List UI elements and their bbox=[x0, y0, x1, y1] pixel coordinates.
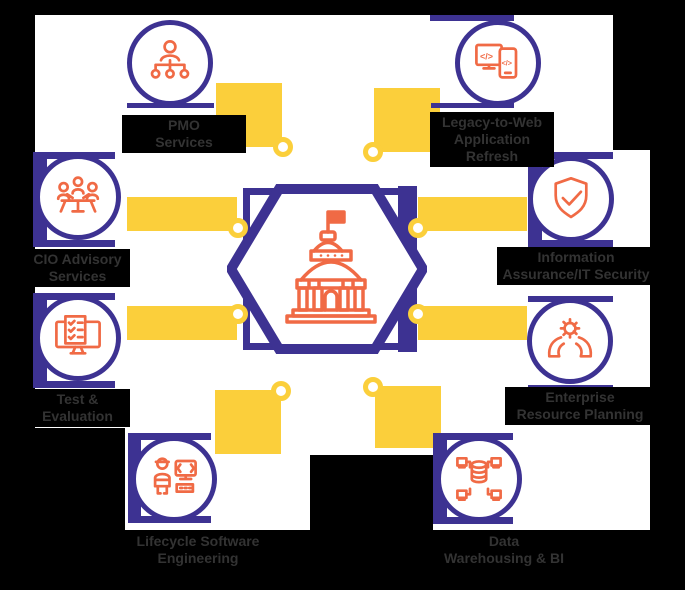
bracket-line bbox=[430, 15, 514, 21]
node-label-pmo: PMO Services bbox=[122, 115, 246, 153]
hands-gear-icon bbox=[547, 318, 593, 358]
connector-bar bbox=[418, 306, 527, 340]
connector-ring bbox=[273, 137, 293, 157]
bracket-line bbox=[33, 381, 115, 388]
bg-notch bbox=[35, 428, 125, 530]
node-label-cio-advisory: CIO Advisory Services bbox=[25, 249, 130, 287]
connector-ring bbox=[228, 304, 248, 324]
connector-ring bbox=[228, 218, 248, 238]
bracket-line bbox=[528, 240, 613, 247]
connector-bar bbox=[418, 197, 527, 231]
connector-ring bbox=[363, 142, 383, 162]
connector-square bbox=[374, 88, 440, 152]
center-hexagon bbox=[227, 184, 427, 354]
node-lifecycle-swe bbox=[131, 436, 217, 522]
connector-ring bbox=[363, 377, 383, 397]
node-label-legacy-refresh: Legacy-to-Web Application Refresh bbox=[430, 112, 554, 167]
monitor-checklist-icon bbox=[55, 315, 101, 355]
code-on-devices-icon: </> </> bbox=[475, 43, 518, 79]
node-test-evaluation bbox=[35, 295, 121, 381]
bg-notch bbox=[310, 455, 433, 530]
node-erp bbox=[527, 298, 613, 384]
node-label-erp: Enterprise Resource Planning bbox=[505, 387, 655, 425]
bracket-line bbox=[528, 152, 613, 159]
node-data-warehousing bbox=[436, 436, 522, 522]
bracket-line bbox=[431, 103, 514, 108]
svg-text:</>: </> bbox=[502, 59, 512, 68]
bg-notch bbox=[613, 15, 650, 150]
node-pmo bbox=[127, 20, 213, 106]
connector-square bbox=[215, 390, 281, 454]
engineer-workstation-icon bbox=[153, 457, 197, 495]
svg-text:</>: </> bbox=[480, 51, 493, 61]
node-label-lifecycle-swe: Lifecycle Software Engineering bbox=[103, 531, 293, 569]
database-network-icon bbox=[456, 456, 502, 502]
org-chart-person-icon bbox=[150, 40, 190, 79]
node-info-assurance bbox=[528, 156, 614, 242]
connector-ring bbox=[408, 218, 428, 238]
node-legacy-refresh: </> </> bbox=[455, 20, 541, 106]
connector-ring bbox=[408, 304, 428, 324]
connector-bar bbox=[127, 197, 237, 231]
connector-square bbox=[375, 386, 441, 448]
meeting-table-icon bbox=[56, 176, 100, 213]
shield-check-icon bbox=[554, 176, 588, 219]
capitol-building-icon bbox=[285, 210, 377, 324]
bracket-line bbox=[33, 240, 115, 247]
node-label-info-assurance: Information Assurance/IT Security bbox=[497, 247, 655, 285]
connector-ring bbox=[271, 381, 291, 401]
node-label-test-evaluation: Test & Evaluation bbox=[25, 389, 130, 427]
node-cio-advisory bbox=[35, 154, 121, 240]
connector-bar bbox=[127, 306, 237, 340]
node-label-data-warehousing: Data Warehousing & BI bbox=[428, 531, 580, 569]
